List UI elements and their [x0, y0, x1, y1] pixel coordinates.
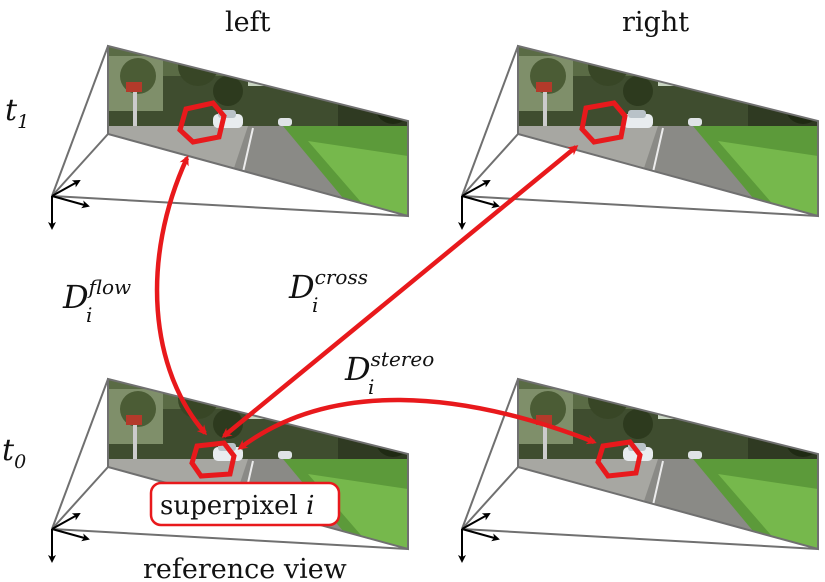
stereo-arrow [237, 397, 597, 450]
frustum-lines [51, 378, 409, 550]
row-label-t0: t0 [2, 433, 26, 473]
column-label-right: right [622, 7, 689, 38]
superpixel-label: superpixel i [160, 491, 314, 521]
superpixel-marker-left-t0 [189, 440, 237, 479]
frustum-image [517, 377, 819, 551]
flow-arrow [154, 155, 207, 436]
column-label-left: left [225, 7, 271, 38]
superpixel-marker-left-t1 [177, 100, 227, 145]
reference-view-label: reference view [143, 554, 347, 582]
camera-axes [48, 513, 90, 563]
camera-axes [48, 180, 90, 230]
frustum-image [517, 44, 819, 218]
camera-axes [458, 513, 500, 563]
camera-axes [458, 180, 500, 230]
frustum-image [107, 44, 409, 218]
view-left-t1 [48, 44, 409, 230]
row-label-t1: t1 [5, 93, 29, 133]
superpixel-label-box [149, 481, 341, 527]
cross-arrow [221, 145, 579, 438]
view-right-t0 [458, 377, 819, 563]
superpixel-marker-right-t0 [595, 439, 643, 479]
view-right-t1 [458, 44, 819, 230]
superpixel-marker-right-t1 [579, 100, 628, 145]
